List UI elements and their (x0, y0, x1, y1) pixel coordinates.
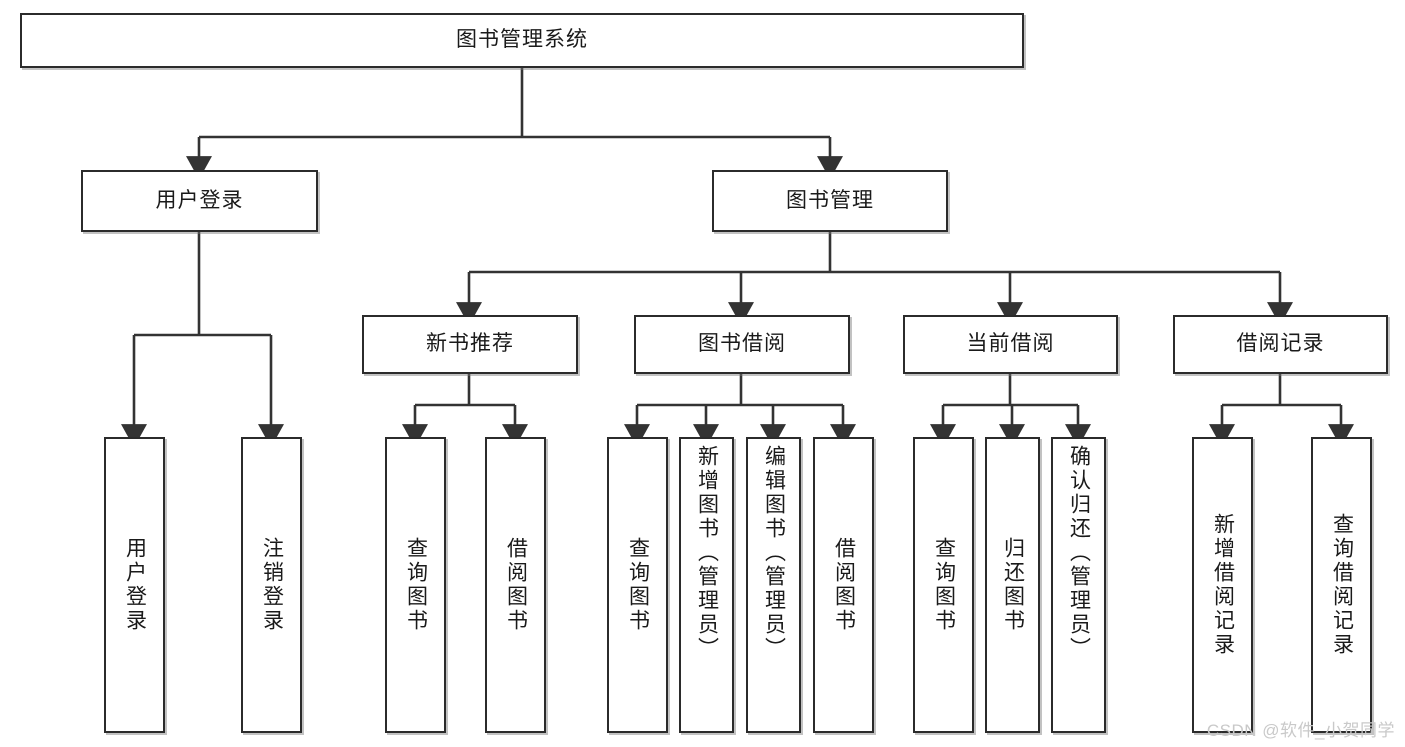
node-book-borrow-label: 图书借阅 (698, 332, 786, 356)
node-leaf-query-record-label: 查询借阅记录 (1330, 513, 1354, 657)
node-leaf-user-login-label: 用户登录 (123, 537, 147, 633)
node-leaf-confirm-return[interactable]: 确认归还（管理员） (1051, 437, 1106, 733)
node-new-book-recommend-label: 新书推荐 (426, 332, 514, 356)
node-leaf-query-book-1[interactable]: 查询图书 (385, 437, 446, 733)
node-leaf-edit-book-label: 编辑图书（管理员） (762, 445, 786, 661)
node-new-book-recommend[interactable]: 新书推荐 (362, 315, 578, 374)
node-leaf-edit-book[interactable]: 编辑图书（管理员） (746, 437, 801, 733)
node-leaf-return-book-label: 归还图书 (1001, 537, 1025, 633)
node-leaf-query-book-1-label: 查询图书 (404, 537, 428, 633)
node-leaf-query-book-3-label: 查询图书 (932, 537, 956, 633)
node-book-borrow[interactable]: 图书借阅 (634, 315, 850, 374)
node-leaf-borrow-book-2-label: 借阅图书 (832, 537, 856, 633)
node-root-label: 图书管理系统 (456, 28, 588, 52)
node-root[interactable]: 图书管理系统 (20, 13, 1024, 68)
node-leaf-borrow-book-2[interactable]: 借阅图书 (813, 437, 874, 733)
node-current-borrow[interactable]: 当前借阅 (903, 315, 1118, 374)
node-leaf-query-book-2[interactable]: 查询图书 (607, 437, 668, 733)
watermark: CSDN @软件_小贺同学 (1206, 721, 1395, 740)
node-leaf-return-book[interactable]: 归还图书 (985, 437, 1040, 733)
node-leaf-user-login[interactable]: 用户登录 (104, 437, 165, 733)
node-leaf-borrow-book-1-label: 借阅图书 (504, 537, 528, 633)
node-leaf-query-record[interactable]: 查询借阅记录 (1311, 437, 1372, 733)
node-leaf-add-record[interactable]: 新增借阅记录 (1192, 437, 1253, 733)
node-leaf-user-logout-label: 注销登录 (260, 537, 284, 633)
node-user-login[interactable]: 用户登录 (81, 170, 318, 232)
node-borrow-records-label: 借阅记录 (1236, 332, 1325, 356)
node-book-management-label: 图书管理 (786, 188, 874, 212)
node-leaf-add-book-label: 新增图书（管理员） (695, 445, 719, 661)
node-leaf-add-book[interactable]: 新增图书（管理员） (679, 437, 734, 733)
node-current-borrow-label: 当前借阅 (966, 332, 1055, 356)
node-leaf-user-logout[interactable]: 注销登录 (241, 437, 302, 733)
node-leaf-query-book-2-label: 查询图书 (626, 537, 650, 633)
node-user-login-label: 用户登录 (155, 188, 244, 212)
node-borrow-records[interactable]: 借阅记录 (1173, 315, 1388, 374)
node-leaf-query-book-3[interactable]: 查询图书 (913, 437, 974, 733)
node-leaf-add-record-label: 新增借阅记录 (1211, 513, 1235, 657)
node-book-management[interactable]: 图书管理 (712, 170, 948, 232)
node-leaf-confirm-return-label: 确认归还（管理员） (1067, 445, 1091, 661)
node-leaf-borrow-book-1[interactable]: 借阅图书 (485, 437, 546, 733)
